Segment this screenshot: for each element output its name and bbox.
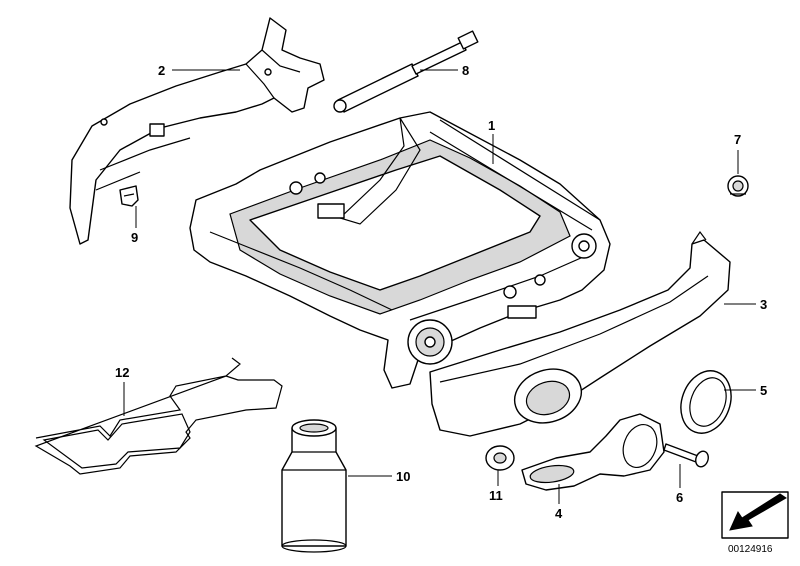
- callout-10[interactable]: 10: [396, 469, 410, 484]
- part-11-washer[interactable]: [485, 445, 515, 471]
- callouts: 1 2 3 4 5 6 7 8 9 10 11 12: [115, 63, 767, 521]
- reference-number: 00124916: [728, 544, 773, 555]
- callout-5[interactable]: 5: [760, 383, 767, 398]
- callout-6[interactable]: 6: [676, 490, 683, 505]
- callout-3[interactable]: 3: [760, 297, 767, 312]
- part-4-bezel[interactable]: [521, 413, 665, 491]
- part-5-cover-cap[interactable]: [673, 364, 740, 441]
- callout-1[interactable]: 1: [488, 118, 495, 133]
- part-3-side-panel[interactable]: [429, 230, 731, 437]
- leader-lines: [123, 69, 756, 504]
- callout-11[interactable]: 11: [489, 488, 503, 503]
- callout-2[interactable]: 2: [158, 63, 165, 78]
- part-2-side-trim[interactable]: [69, 17, 325, 245]
- callout-4[interactable]: 4: [555, 506, 563, 521]
- part-6-bolt[interactable]: [663, 443, 710, 469]
- part-12-wire-frame[interactable]: [34, 357, 283, 475]
- callout-7[interactable]: 7: [734, 132, 741, 147]
- callout-8[interactable]: 8: [462, 63, 469, 78]
- part-10-bottle[interactable]: [281, 419, 347, 553]
- callout-9[interactable]: 9: [131, 230, 138, 245]
- part-7-clip[interactable]: [727, 175, 749, 197]
- nav-arrow-box[interactable]: [721, 491, 789, 539]
- part-8-gas-spring[interactable]: [333, 30, 479, 113]
- part-1-seat-frame[interactable]: [189, 111, 611, 389]
- callout-12[interactable]: 12: [115, 365, 129, 380]
- arrow-down-left-icon: [729, 493, 787, 531]
- part-9-clip[interactable]: [119, 185, 139, 207]
